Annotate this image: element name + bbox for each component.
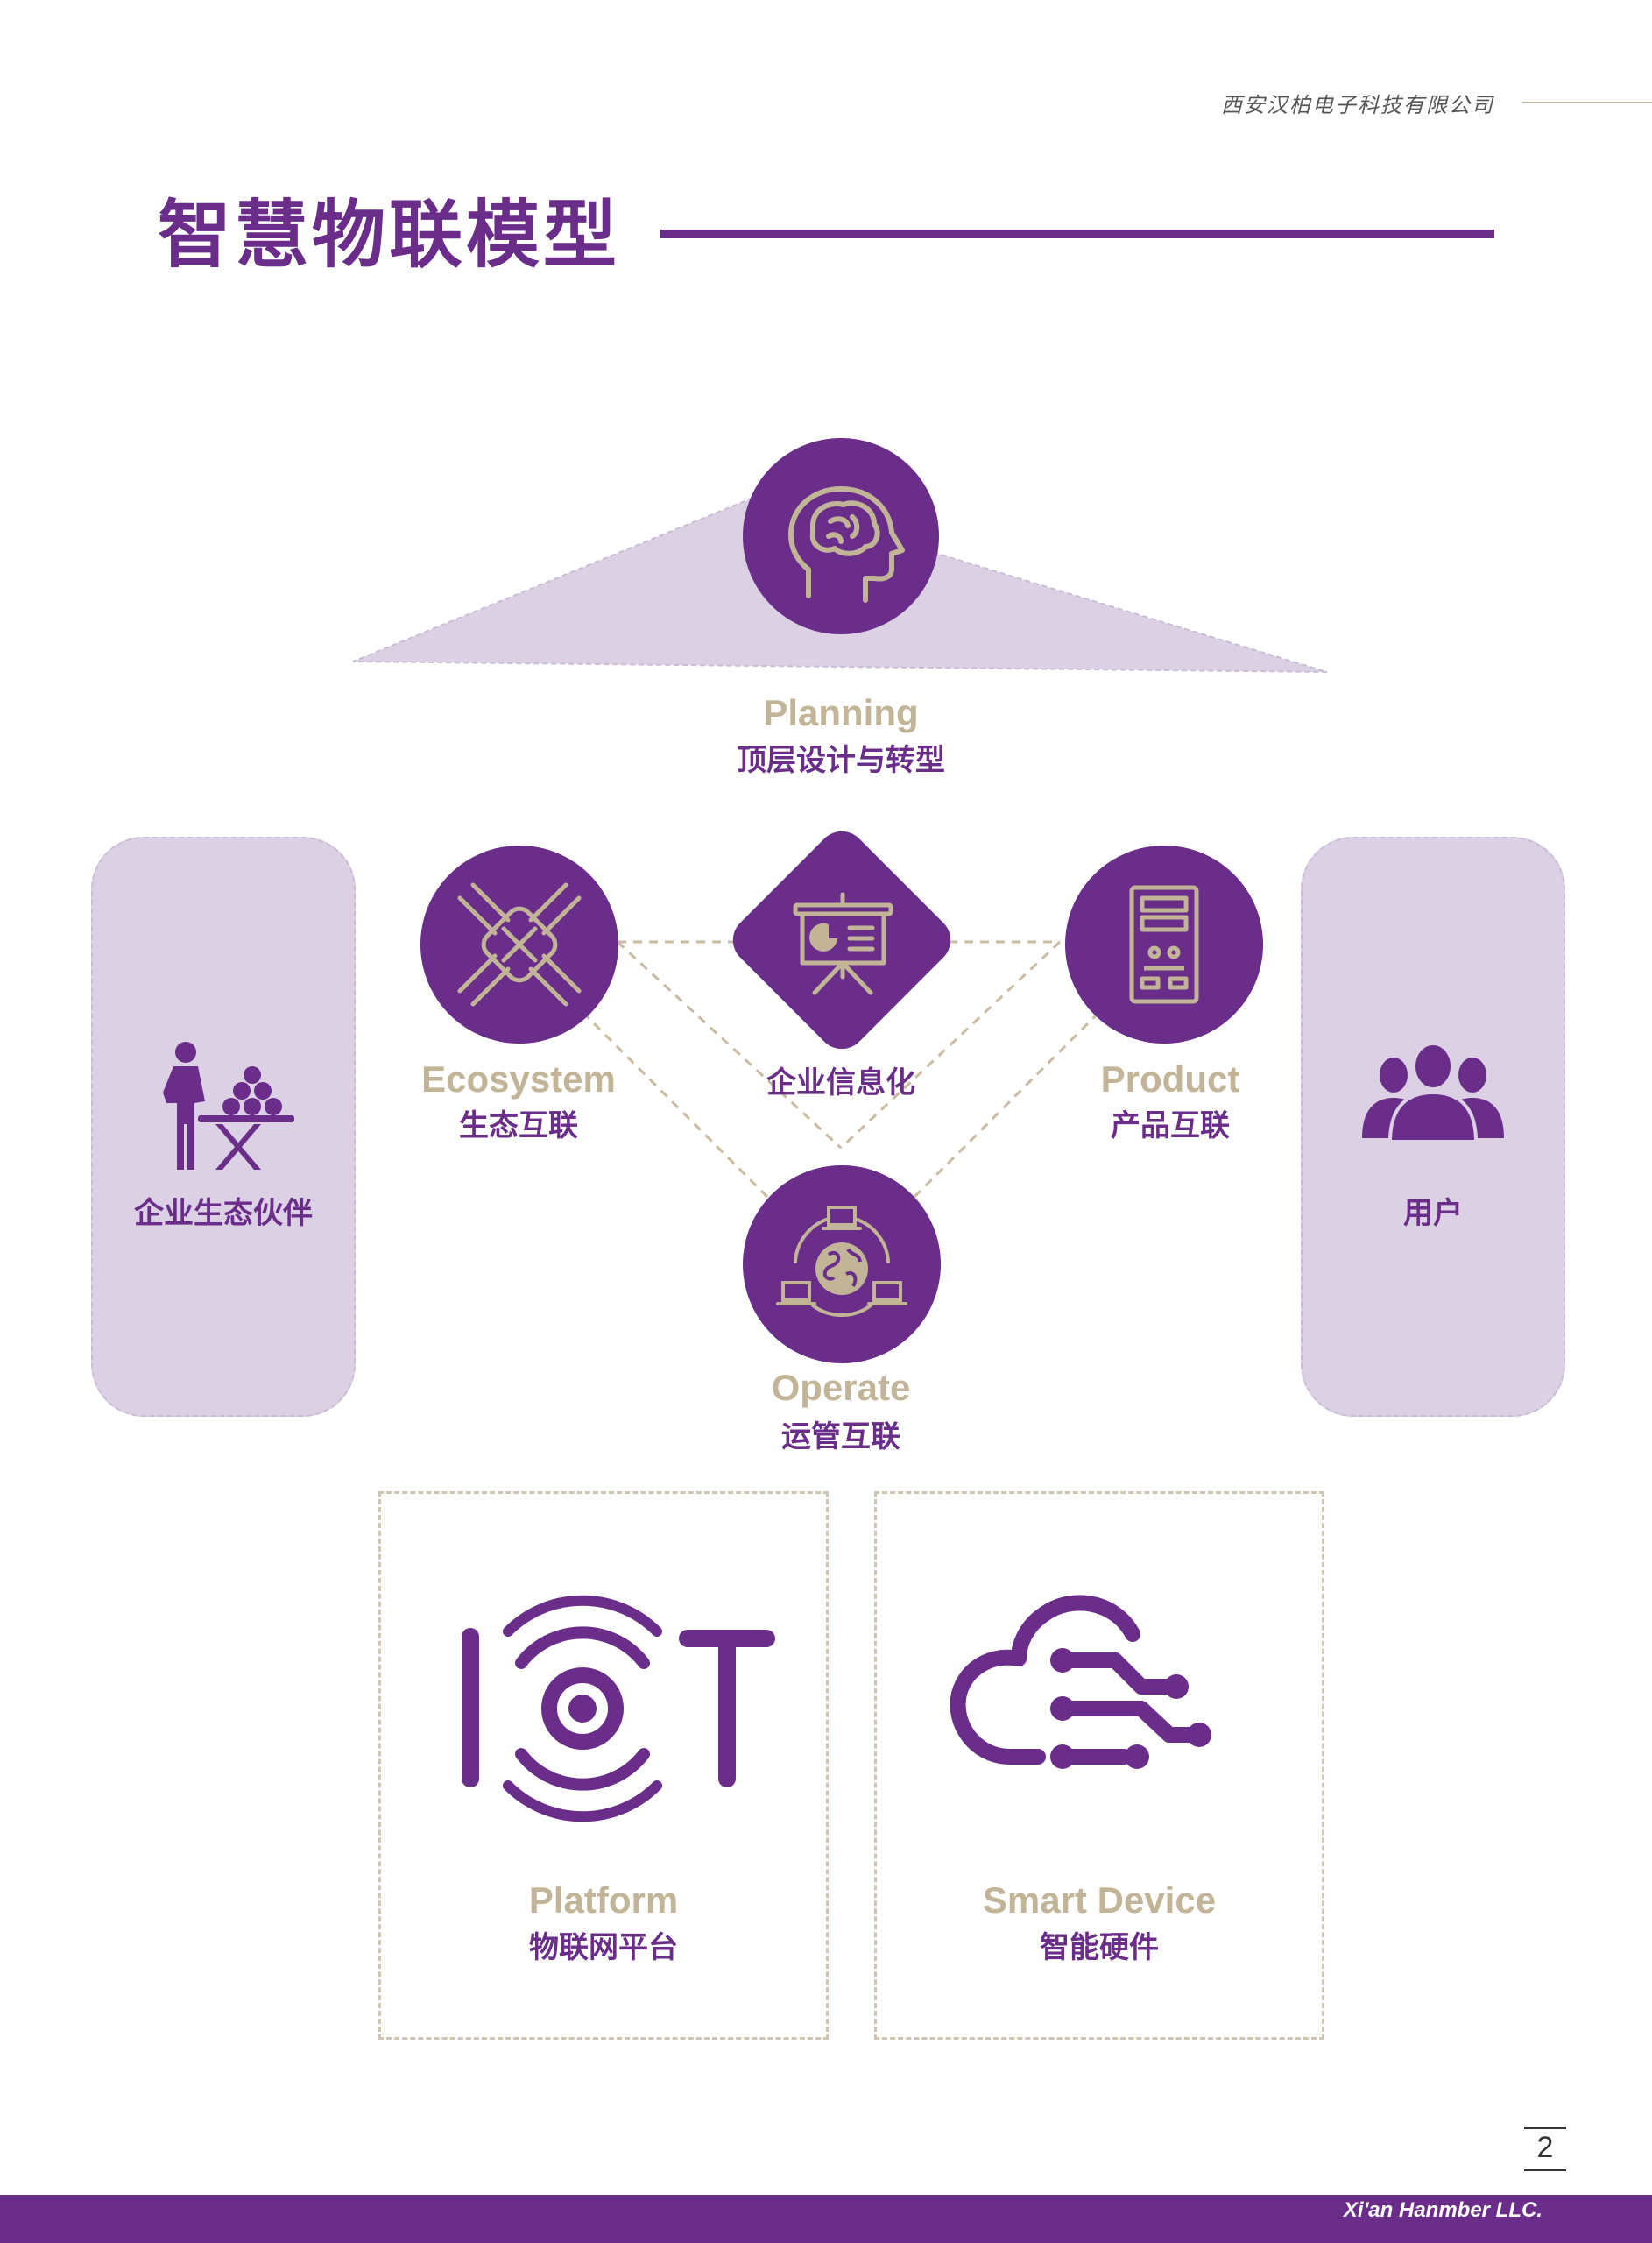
page-title: 智慧物联模型 (158, 194, 621, 276)
server-device-icon (1129, 885, 1199, 1004)
users-label: 用户 (1403, 1197, 1463, 1230)
product-circle (1065, 846, 1263, 1044)
ecosystem-circle (420, 846, 618, 1044)
users-panel: 用户 (1301, 837, 1565, 1417)
platform-box: Platform 物联网平台 (378, 1491, 829, 2040)
handshake-icon (457, 882, 582, 1007)
operate-en-label: Operate (771, 1367, 911, 1408)
cloud-circuit-icon (950, 1595, 1211, 1769)
informatization-label: 企业信息化 (766, 1066, 915, 1100)
partner-panel: 企业生态伙伴 (91, 837, 356, 1417)
product-en-label: Product (1100, 1058, 1240, 1100)
presentation-board-icon (793, 892, 893, 995)
operate-zh-label: 运管互联 (781, 1420, 900, 1454)
footer-bar (0, 2195, 1652, 2243)
ecosystem-zh-label: 生态互联 (459, 1109, 578, 1143)
partner-worker-icon (163, 1042, 294, 1170)
planning-zh-label: 顶层设计与转型 (737, 744, 945, 777)
platform-en-label: Platform (528, 1879, 679, 1921)
smart-device-en-label: Smart Device (982, 1879, 1217, 1921)
product-zh-label: 产品互联 (1111, 1109, 1230, 1143)
users-group-icon (1362, 1042, 1504, 1143)
platform-zh-label: 物联网平台 (529, 1931, 678, 1964)
planning-en-label: Planning (763, 692, 919, 733)
operate-circle (743, 1165, 941, 1363)
network-globe-icon (776, 1206, 907, 1317)
footer-brand: Xi'an Hanmber LLC. (1343, 2198, 1543, 2222)
page-number-top-line (1524, 2127, 1566, 2129)
page-number-bottom-line (1524, 2169, 1566, 2171)
header-divider (1522, 102, 1652, 103)
smart-device-zh-label: 智能硬件 (1040, 1931, 1159, 1964)
iot-logo-icon (462, 1595, 775, 1822)
partner-label: 企业生态伙伴 (134, 1197, 313, 1230)
company-name: 西安汉柏电子科技有限公司 (1221, 94, 1494, 117)
planning-circle (743, 438, 939, 634)
brain-head-icon (788, 486, 905, 603)
ecosystem-en-label: Ecosystem (421, 1058, 616, 1100)
title-underline (660, 230, 1494, 238)
page-number: 2 (1536, 2131, 1554, 2164)
smart-device-box: Smart Device 智能硬件 (874, 1491, 1324, 2040)
